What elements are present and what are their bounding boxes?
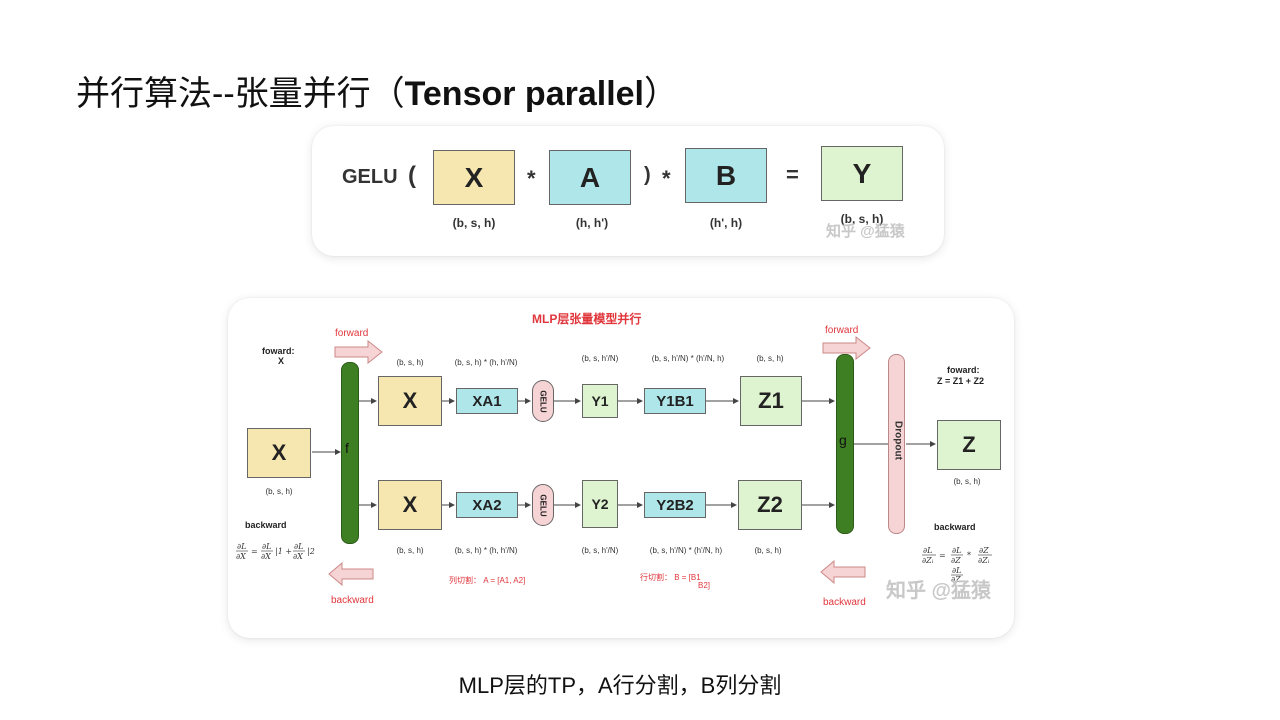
forward-right-arrow-icon <box>822 336 871 360</box>
gelu-top-box: GELU <box>532 380 554 422</box>
forward-left-arrow-icon <box>334 340 383 364</box>
dropout-bar: Dropout <box>888 354 905 534</box>
f-operator-bar <box>341 362 359 544</box>
svg-text:|2: |2 <box>307 547 315 556</box>
y2-box: Y2 <box>582 480 618 528</box>
dims-yb-top: (b, s, h'/N) * (h'/N, h) <box>651 354 725 363</box>
svg-text:∂Z: ∂Z <box>979 546 989 555</box>
slide-caption: MLP层的TP，A行分割，B列分割 <box>458 673 782 698</box>
gelu-top-label: GELU <box>538 389 548 413</box>
mul2: * <box>662 166 671 191</box>
dims-z-bottom: (b, s, h) <box>754 546 782 555</box>
y1b1-box: Y1B1 <box>644 388 706 414</box>
title-close: ） <box>644 75 679 113</box>
gelu-label: GELU <box>342 166 398 188</box>
col-split-note: 列切割： A = [A1, A2] <box>449 576 526 585</box>
dims-y-top: (b, s, h'/N) <box>581 354 619 363</box>
grad-x-formula: ∂L∂X = ∂L∂X |1 + ∂L∂X |2 <box>236 542 332 562</box>
mul1: * <box>527 166 536 191</box>
dims-y-bottom: (b, s, h'/N) <box>581 546 619 555</box>
backward-right-arrow-label: backward <box>823 597 866 608</box>
title-cn: 并行算法--张量并行（ <box>76 75 405 113</box>
watermark-mlp: 知乎 @猛猿 <box>886 580 992 602</box>
backward-right-arrow-icon <box>820 560 866 584</box>
x-box: X <box>433 150 515 205</box>
open-paren: ( <box>408 162 416 189</box>
svg-text:∂Zᵢ: ∂Zᵢ <box>922 556 934 565</box>
dims-z-top: (b, s, h) <box>756 354 784 363</box>
backward-left-label: backward <box>245 520 287 530</box>
backward-right-label: backward <box>934 522 976 532</box>
x-dims: (b, s, h) <box>452 216 496 230</box>
z2-box: Z2 <box>738 480 802 530</box>
row-split-note-1: 行切割： B = [B1 <box>640 573 701 582</box>
svg-text:∂L: ∂L <box>237 542 246 551</box>
foward-z-label: foward: <box>947 365 980 375</box>
bottom-x-box: X <box>378 480 442 530</box>
svg-text:∂X: ∂X <box>236 552 246 561</box>
svg-text:∂Z: ∂Z <box>951 556 961 565</box>
mlp-panel: MLP层张量模型并行 forward forward foward: X X (… <box>228 298 1014 638</box>
forward-left-label: forward <box>335 328 369 339</box>
gelu-bottom-box: GELU <box>532 484 554 526</box>
y-dims: (b, s, h) <box>840 212 884 226</box>
foward-x-val: X <box>278 356 285 366</box>
output-z-dims: (b, s, h) <box>953 477 981 486</box>
svg-text:∂L: ∂L <box>923 546 932 555</box>
g-operator-bar <box>836 354 854 534</box>
svg-text:=: = <box>939 551 946 560</box>
xa2-box: XA2 <box>456 492 518 518</box>
svg-text:∂L: ∂L <box>952 546 961 555</box>
equals: = <box>786 162 799 187</box>
svg-text:*: * <box>967 551 971 560</box>
forward-right-label: forward <box>825 325 859 336</box>
z1-box: Z1 <box>740 376 802 426</box>
row-split-note-2: B2] <box>698 581 711 590</box>
svg-text:∂Zᵢ: ∂Zᵢ <box>978 556 990 565</box>
b-box: B <box>685 148 767 203</box>
xa1-box: XA1 <box>456 388 518 414</box>
gelu-bottom-label: GELU <box>538 493 548 517</box>
svg-text:∂L: ∂L <box>262 542 271 551</box>
svg-text:|1 +: |1 + <box>275 547 292 556</box>
top-x-box: X <box>378 376 442 426</box>
input-x-box: X <box>247 428 311 478</box>
page-title: 并行算法--张量并行（Tensor parallel） <box>76 66 678 115</box>
grad-z-formula: ∂L∂Zᵢ = ∂L∂Z * ∂Z∂Zᵢ ∂L∂Z <box>922 546 1012 584</box>
svg-text:∂X: ∂X <box>293 552 303 561</box>
close-paren: ) <box>644 164 651 186</box>
f-label: f <box>345 440 349 456</box>
watermark: 知乎 @猛猿 <box>826 223 905 240</box>
y-box: Y <box>821 146 903 201</box>
svg-text:∂Z: ∂Z <box>951 575 961 582</box>
dims-xa-top: (b, s, h) * (h, h'/N) <box>454 358 518 367</box>
dims-xa-bottom: (b, s, h) * (h, h'/N) <box>454 546 518 555</box>
a-box: A <box>549 150 631 205</box>
mlp-title: MLP层张量模型并行 <box>532 312 642 326</box>
connector-lines <box>312 398 936 508</box>
backward-left-arrow-icon <box>328 562 374 586</box>
foward-x-label: foward: <box>262 346 295 356</box>
backward-left-arrow-label: backward <box>331 595 374 606</box>
g-label: g <box>839 432 847 448</box>
dims-x-bottom: (b, s, h) <box>396 546 424 555</box>
dropout-label: Dropout <box>892 421 904 460</box>
y1-box: Y1 <box>582 384 618 418</box>
input-x-dims: (b, s, h) <box>265 487 293 496</box>
svg-text:∂L: ∂L <box>952 566 961 575</box>
svg-text:∂X: ∂X <box>261 552 271 561</box>
dims-yb-bottom: (b, s, h'/N) * (h'/N, h) <box>649 546 723 555</box>
title-en: Tensor parallel <box>404 75 645 113</box>
a-dims: (h, h') <box>575 216 609 230</box>
svg-text:∂L: ∂L <box>294 542 303 551</box>
dims-x-top: (b, s, h) <box>396 358 424 367</box>
foward-z-eq: Z = Z1 + Z2 <box>937 376 985 386</box>
formula-panel: GELU ( X (b, s, h) * A (h, h') ) * B (h'… <box>312 126 944 256</box>
output-z-box: Z <box>937 420 1001 470</box>
y2b2-box: Y2B2 <box>644 492 706 518</box>
b-dims: (h', h) <box>709 216 743 230</box>
svg-text:=: = <box>251 547 258 556</box>
